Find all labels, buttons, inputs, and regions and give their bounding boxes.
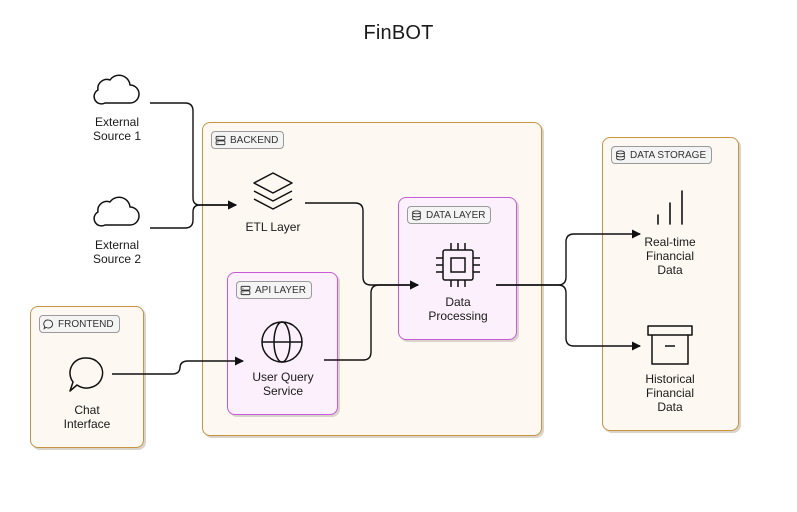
- archive-box-icon: [647, 325, 693, 365]
- edge-processing-to-historical: [496, 284, 641, 351]
- data-layer-group: DATA LAYER: [398, 197, 517, 340]
- bar-chart-icon: [657, 190, 683, 225]
- server-icon: [240, 285, 251, 295]
- frontend-tag: FRONTEND: [39, 315, 120, 333]
- frontend-group: FRONTEND: [30, 306, 144, 448]
- api-layer-tag: API LAYER: [236, 281, 312, 299]
- database-icon: [412, 209, 421, 220]
- external-source-2-label: External Source 2: [92, 238, 142, 266]
- realtime-data-label: Real-time Financial Data: [644, 235, 696, 277]
- globe-icon: [261, 321, 303, 363]
- database-icon: [616, 149, 625, 160]
- edge-source2-to-etl: [150, 200, 237, 229]
- backend-tag-label: BACKEND: [230, 134, 279, 146]
- user-query-service-label: User Query Service: [252, 370, 314, 398]
- api-layer-group: API LAYER: [227, 272, 338, 415]
- historical-data-label: Historical Financial Data: [645, 372, 695, 414]
- backend-tag: BACKEND: [211, 131, 285, 149]
- data-storage-tag: DATA STORAGE: [611, 146, 713, 164]
- etl-layer-label: ETL Layer: [245, 220, 301, 234]
- message-circle-icon: [43, 319, 54, 330]
- cpu-chip-icon: [436, 243, 480, 287]
- data-storage-tag-label: DATA STORAGE: [630, 149, 707, 161]
- data-layer-tag-label: DATA LAYER: [426, 209, 486, 221]
- layers-icon: [253, 172, 293, 210]
- api-layer-tag-label: API LAYER: [255, 284, 306, 296]
- edge-etl-to-processing: [305, 202, 419, 290]
- edge-user-query-to-processing: [324, 280, 419, 361]
- edge-chat-to-user-query: [112, 356, 244, 375]
- cloud-icon: [93, 74, 140, 105]
- server-icon: [215, 135, 226, 145]
- frontend-tag-label: FRONTEND: [58, 318, 114, 330]
- edge-source1-to-etl: [150, 102, 237, 210]
- external-source-1-label: External Source 1: [92, 115, 142, 143]
- data-layer-tag: DATA LAYER: [407, 206, 492, 224]
- data-processing-label: Data Processing: [428, 295, 488, 323]
- edge-processing-to-realtime: [496, 229, 641, 286]
- diagram-title: FinBOT: [363, 22, 434, 44]
- data-storage-group: DATA STORAGE: [602, 137, 739, 431]
- chat-interface-label: Chat Interface: [63, 403, 111, 431]
- chat-bubble-icon: [69, 357, 104, 392]
- cloud-icon: [93, 196, 140, 227]
